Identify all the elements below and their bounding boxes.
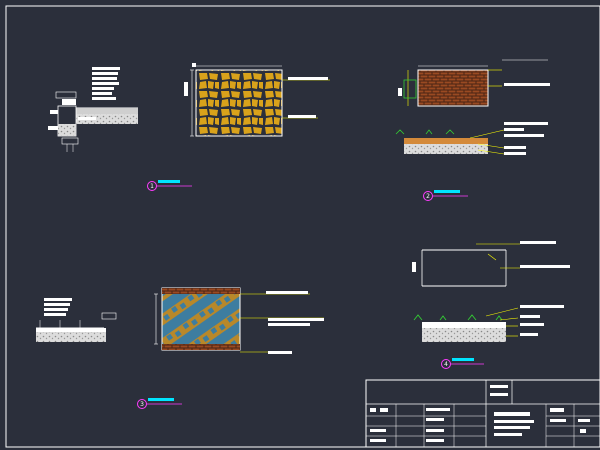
title-block: [365, 379, 600, 448]
brick-paving-plan: [398, 59, 550, 107]
diagonal-paving-plan: [154, 287, 324, 354]
view-1: 1: [48, 63, 330, 191]
view-number-1: 1: [150, 183, 154, 190]
planting-plan: [412, 241, 570, 287]
stone-paving-plan: [184, 63, 330, 137]
view-2: 2: [395, 59, 550, 201]
planting-section: [413, 305, 564, 342]
view-title-1: 1: [147, 180, 192, 191]
view-4: 4: [412, 241, 570, 369]
view-title-2: 2: [423, 190, 468, 201]
section-detail-1: [48, 67, 138, 152]
view-number-2: 2: [426, 193, 430, 200]
drawing-frame: [5, 5, 600, 448]
view-title-4: 4: [441, 358, 484, 369]
view-number-3: 3: [140, 401, 144, 408]
section-detail-3: [36, 298, 117, 342]
view-number-4: 4: [444, 361, 448, 368]
brick-paving-section: [395, 122, 548, 155]
view-3: 3: [36, 287, 324, 409]
view-title-3: 3: [137, 398, 182, 409]
